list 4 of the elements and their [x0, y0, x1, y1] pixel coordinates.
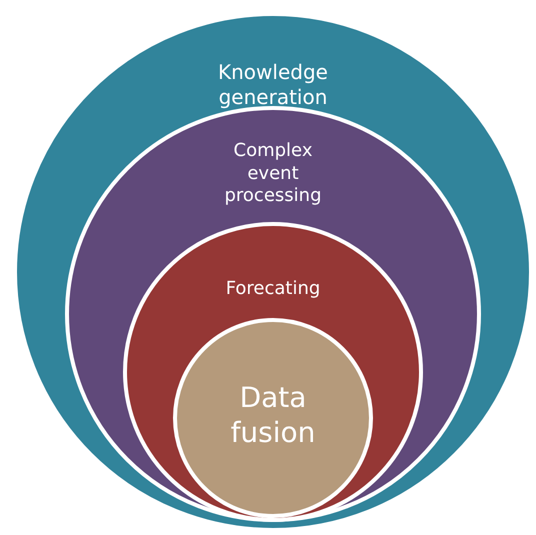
layer-label: Knowledge generation: [217, 60, 329, 110]
layer-label: Forecating: [224, 278, 322, 300]
layer-label: Complex event processing: [223, 140, 322, 208]
layer-label: Data fusion: [230, 380, 316, 450]
